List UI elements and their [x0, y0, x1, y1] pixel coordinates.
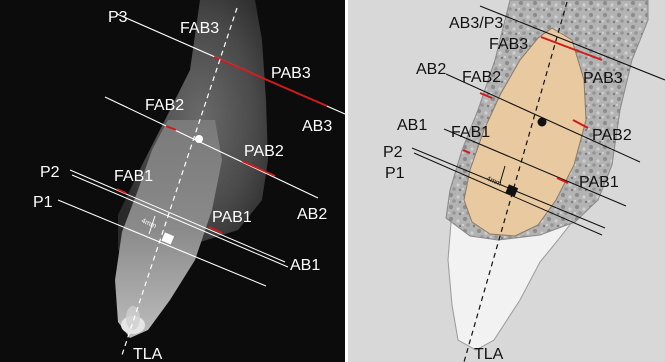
panel-divider: [345, 0, 348, 362]
ct-label-pab1: PAB1: [212, 209, 252, 226]
ct-label-p3: P3: [108, 9, 128, 26]
schematic-center-dot: [538, 118, 547, 127]
schematic-label-fab1: FAB1: [451, 124, 490, 141]
schematic-label-p2: P2: [383, 144, 403, 161]
schematic-label-tla: TLA: [474, 346, 504, 362]
ct-label-ab2: AB2: [297, 206, 327, 223]
ct-label-fab1: FAB1: [114, 168, 153, 185]
schematic-label-ab2: AB2: [416, 61, 446, 78]
ct-label-tla: TLA: [133, 346, 163, 362]
schematic-label-fab3: FAB3: [489, 36, 528, 53]
ct-label-pab2: PAB2: [244, 143, 284, 160]
ct-label-ab1: AB1: [290, 257, 320, 274]
schematic-label-p1: P1: [385, 165, 405, 182]
schematic-label-pab1: PAB1: [579, 174, 619, 191]
ct-label-ab3: AB3: [302, 118, 332, 135]
schematic-label-pab3: PAB3: [583, 70, 623, 87]
schematic-label-pab2: PAB2: [592, 127, 632, 144]
ct-center-dot: [195, 135, 203, 143]
ct-label-pab3: PAB3: [271, 65, 311, 82]
schematic-label-ab1: AB1: [397, 117, 427, 134]
ct-panel: 4mm P3 FAB3 PAB3 AB3 FAB2 PAB2 AB2 P2 FA…: [0, 0, 345, 362]
schematic-panel: 4mm AB3/P3 FAB3 PAB3 AB2 FAB2 PAB2 AB1 F…: [348, 0, 665, 362]
ct-label-p1: P1: [33, 194, 53, 211]
ct-label-p2: P2: [40, 164, 60, 181]
ct-apex-glow: [126, 306, 140, 330]
ct-label-fab3: FAB3: [180, 20, 219, 37]
schematic-label-ab3p3: AB3/P3: [449, 15, 503, 32]
ct-label-fab2: FAB2: [145, 97, 184, 114]
schematic-label-fab2: FAB2: [462, 69, 501, 86]
